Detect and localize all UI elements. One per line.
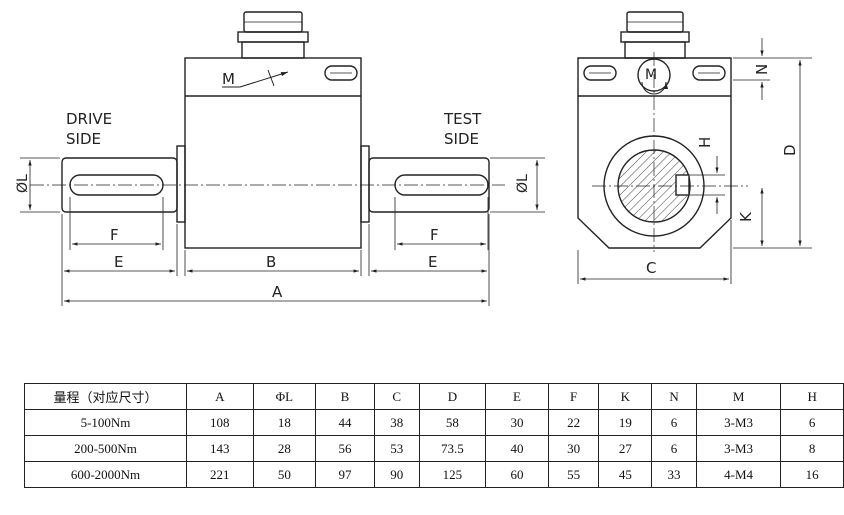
- front-view: [30, 11, 505, 249]
- table-row: 5-100Nm 108 18 44 38 58 30 22 19 6 3-M3 …: [24, 409, 844, 436]
- cell-range: 5-100Nm: [24, 409, 187, 436]
- cell-N: 6: [651, 435, 697, 462]
- cell-D: 58: [418, 409, 487, 436]
- cell-K: 27: [598, 435, 653, 462]
- cell-F: 22: [547, 409, 600, 436]
- cell-A: 143: [185, 435, 254, 462]
- header-C: C: [373, 383, 420, 410]
- cell-A: 221: [185, 461, 254, 488]
- cell-C: 38: [373, 409, 420, 436]
- header-E: E: [485, 383, 549, 410]
- cell-M: 3-M3: [695, 409, 782, 436]
- cell-D: 73.5: [418, 435, 487, 462]
- cell-range: 200-500Nm: [24, 435, 187, 462]
- header-H: H: [780, 383, 844, 410]
- test-side-label-2: SIDE: [444, 130, 479, 148]
- header-F: F: [547, 383, 600, 410]
- dim-C: C: [646, 259, 656, 277]
- table-row: 200-500Nm 143 28 56 53 73.5 40 30 27 6 3…: [24, 435, 844, 462]
- cell-K: 19: [598, 409, 653, 436]
- dim-phiL-left: ØL: [15, 174, 31, 193]
- cell-M: 4-M4: [695, 461, 782, 488]
- front-body: [184, 57, 362, 249]
- cell-D: 125: [418, 461, 487, 488]
- front-dimensions: [20, 157, 545, 306]
- dim-H: H: [696, 137, 714, 148]
- table-header-row: 量程（对应尺寸） A ΦL B C D E F K N M H: [24, 383, 844, 410]
- cell-phiL: 50: [252, 461, 317, 488]
- spec-table: 量程（对应尺寸） A ΦL B C D E F K N M H 5-100Nm …: [24, 383, 844, 488]
- cell-B: 97: [315, 461, 375, 488]
- cell-phiL: 18: [252, 409, 317, 436]
- cell-F: 30: [547, 435, 600, 462]
- dim-A: A: [272, 283, 283, 301]
- cell-A: 108: [185, 409, 254, 436]
- dim-F-right: F: [430, 226, 439, 244]
- cell-B: 44: [315, 409, 375, 436]
- cell-M: 3-M3: [695, 435, 782, 462]
- rotation-mark-icon: M: [222, 69, 289, 88]
- technical-drawing: M DRIVE SIDE TEST SIDE: [15, 11, 812, 306]
- drive-side-label-2: SIDE: [66, 130, 101, 148]
- header-B: B: [315, 383, 375, 410]
- dim-B: B: [266, 253, 276, 271]
- header-K: K: [598, 383, 653, 410]
- dim-E-right: E: [428, 253, 437, 271]
- motor-mark-front: M: [222, 70, 235, 88]
- cell-F: 55: [547, 461, 600, 488]
- connector-top: [237, 11, 309, 59]
- cell-E: 60: [485, 461, 549, 488]
- side-body: [577, 57, 732, 249]
- cell-E: 40: [485, 435, 549, 462]
- cell-C: 90: [373, 461, 420, 488]
- cell-range: 600-2000Nm: [24, 461, 187, 488]
- cell-H: 16: [780, 461, 844, 488]
- cell-phiL: 28: [252, 435, 317, 462]
- cell-H: 6: [780, 409, 844, 436]
- header-range: 量程（对应尺寸）: [24, 383, 187, 410]
- header-D: D: [418, 383, 487, 410]
- dim-D: D: [781, 144, 799, 156]
- header-N: N: [651, 383, 697, 410]
- cell-C: 53: [373, 435, 420, 462]
- drive-side-label-1: DRIVE: [66, 110, 112, 128]
- dim-N: N: [753, 64, 771, 75]
- header-phiL: ΦL: [252, 383, 317, 410]
- side-dimensions: [577, 38, 812, 284]
- cell-E: 30: [485, 409, 549, 436]
- motor-mark-side: M: [645, 67, 657, 83]
- cell-N: 33: [651, 461, 697, 488]
- dim-E-left: E: [114, 253, 123, 271]
- cell-B: 56: [315, 435, 375, 462]
- cell-N: 6: [651, 409, 697, 436]
- side-view: [577, 11, 748, 252]
- table-row: 600-2000Nm 221 50 97 90 125 60 55 45 33 …: [24, 461, 844, 488]
- test-side-label-1: TEST: [443, 110, 482, 128]
- cell-K: 45: [598, 461, 653, 488]
- dim-K: K: [737, 211, 755, 222]
- header-M: M: [695, 383, 782, 410]
- dim-phiL-right: ØL: [515, 174, 531, 193]
- cell-H: 8: [780, 435, 844, 462]
- dim-F-left: F: [110, 226, 119, 244]
- header-A: A: [185, 383, 254, 410]
